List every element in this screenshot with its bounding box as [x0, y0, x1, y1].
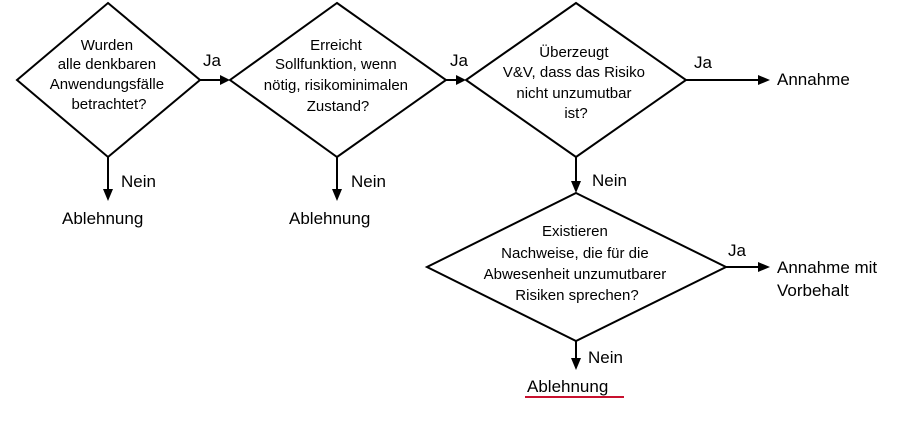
outcome-rejection-3: Ablehnung	[527, 377, 608, 396]
arrowhead	[758, 262, 770, 272]
arrowhead	[758, 75, 770, 85]
outcome-rejection-2: Ablehnung	[289, 209, 370, 228]
outcome-conditional-acceptance: Annahme mit Vorbehalt	[777, 258, 882, 300]
yes-label-2: Ja	[450, 51, 469, 70]
yes-connector-3	[686, 75, 770, 85]
decision-1: Wurden alle denkbaren Anwendungsfälle be…	[15, 1, 202, 159]
decision-2: Erreicht Sollfunktion, wenn nötig, risik…	[228, 1, 448, 159]
outcome-rejection-1: Ablehnung	[62, 209, 143, 228]
decision-3-text: Überzeugt V&V, dass das Risiko nicht unz…	[503, 43, 649, 122]
arrowhead	[571, 358, 581, 370]
outcome-acceptance: Annahme	[777, 70, 850, 89]
decision-1-text: Wurden alle denkbaren Anwendungsfälle be…	[50, 37, 168, 113]
yes-label-4: Ja	[728, 241, 747, 260]
arrowhead	[571, 181, 581, 193]
decision-3: Überzeugt V&V, dass das Risiko nicht unz…	[464, 1, 688, 159]
no-connector-4	[571, 341, 581, 370]
no-label-2: Nein	[351, 172, 386, 191]
yes-label-1: Ja	[203, 51, 222, 70]
no-connector-2	[332, 157, 342, 201]
no-label-3: Nein	[592, 171, 627, 190]
decision-4: Existieren Nachweise, die für die Abwese…	[424, 191, 729, 343]
yes-label-3: Ja	[694, 53, 713, 72]
arrowhead	[332, 189, 342, 201]
yes-connector-4	[726, 262, 770, 272]
arrowhead	[103, 189, 113, 201]
arrowhead	[456, 75, 466, 85]
arrowhead	[220, 75, 230, 85]
no-label-1: Nein	[121, 172, 156, 191]
yes-connector-1	[200, 75, 230, 85]
decision-4-text: Existieren Nachweise, die für die Abwese…	[484, 223, 671, 304]
decision-2-text: Erreicht Sollfunktion, wenn nötig, risik…	[264, 37, 412, 115]
yes-connector-2	[446, 75, 466, 85]
no-connector-3	[571, 157, 581, 193]
no-label-4: Nein	[588, 348, 623, 367]
no-connector-1	[103, 157, 113, 201]
